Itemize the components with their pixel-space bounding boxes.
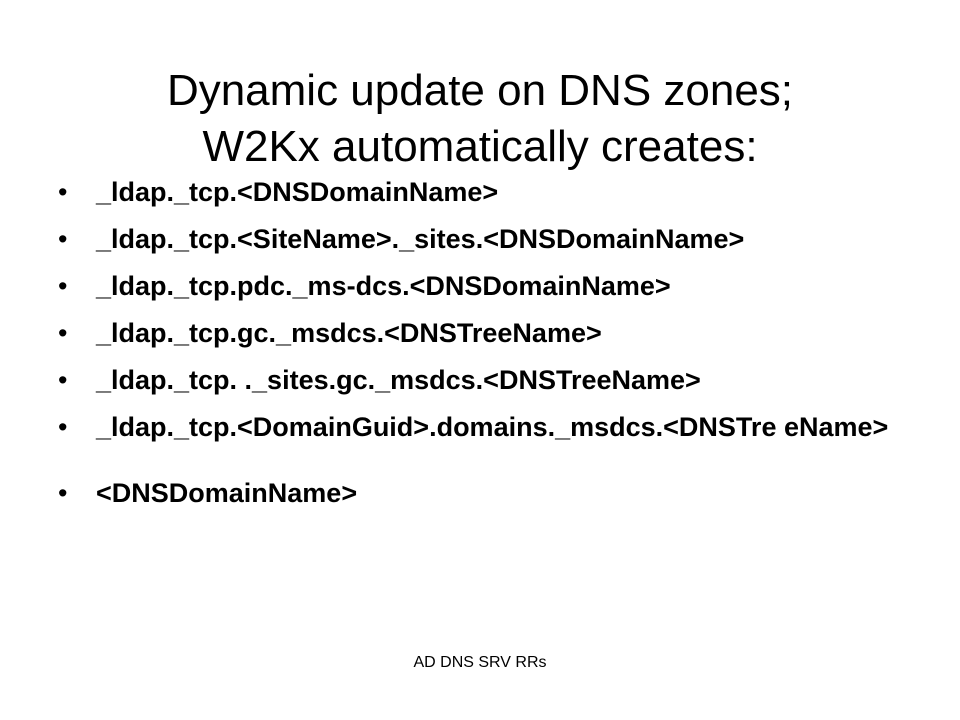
bullet-item: • _ldap._tcp.<SiteName>._sites.<DNSDomai… [58, 222, 918, 256]
bullet-list: • _ldap._tcp.<DNSDomainName> • _ldap._tc… [58, 175, 918, 523]
bullet-item: • <DNSDomainName> [58, 476, 918, 510]
bullet-text: _ldap._tcp.<DNSDomainName> [96, 177, 499, 207]
bullet-text: <DNSDomainName> [96, 478, 358, 508]
bullet-text: _ldap._tcp. ._sites.gc._msdcs.<DNSTreeNa… [96, 365, 701, 395]
bullet-icon: • [58, 412, 68, 442]
bullet-icon: • [58, 478, 68, 508]
bullet-icon: • [58, 224, 68, 254]
bullet-item: • _ldap._tcp.<DomainGuid>.domains._msdcs… [58, 410, 918, 444]
bullet-icon: • [58, 271, 68, 301]
bullet-item: • _ldap._tcp.gc._msdcs.<DNSTreeName> [58, 316, 918, 350]
title-line-1: Dynamic update on DNS zones; [166, 66, 794, 116]
bullet-text: _ldap._tcp.gc._msdcs.<DNSTreeName> [96, 318, 602, 348]
bullet-text: _ldap._tcp.<SiteName>._sites.<DNSDomainN… [96, 224, 745, 254]
slide-footer: AD DNS SRV RRs [413, 654, 547, 671]
bullet-icon: • [58, 318, 68, 348]
bullet-item: • _ldap._tcp.<DNSDomainName> [58, 175, 918, 209]
bullet-text: _ldap._tcp.<DomainGuid>.domains._msdcs.<… [96, 412, 889, 442]
bullet-icon: • [58, 365, 68, 395]
title-line-2: W2Kx automatically creates: [202, 122, 758, 172]
bullet-text: _ldap._tcp.pdc._ms-dcs.<DNSDomainName> [96, 271, 671, 301]
slide-title: Dynamic update on DNS zones; W2Kx automa… [60, 63, 900, 175]
bullet-item: • _ldap._tcp. ._sites.gc._msdcs.<DNSTree… [58, 363, 918, 397]
bullet-icon: • [58, 177, 68, 207]
bullet-item: • _ldap._tcp.pdc._ms-dcs.<DNSDomainName> [58, 269, 918, 303]
